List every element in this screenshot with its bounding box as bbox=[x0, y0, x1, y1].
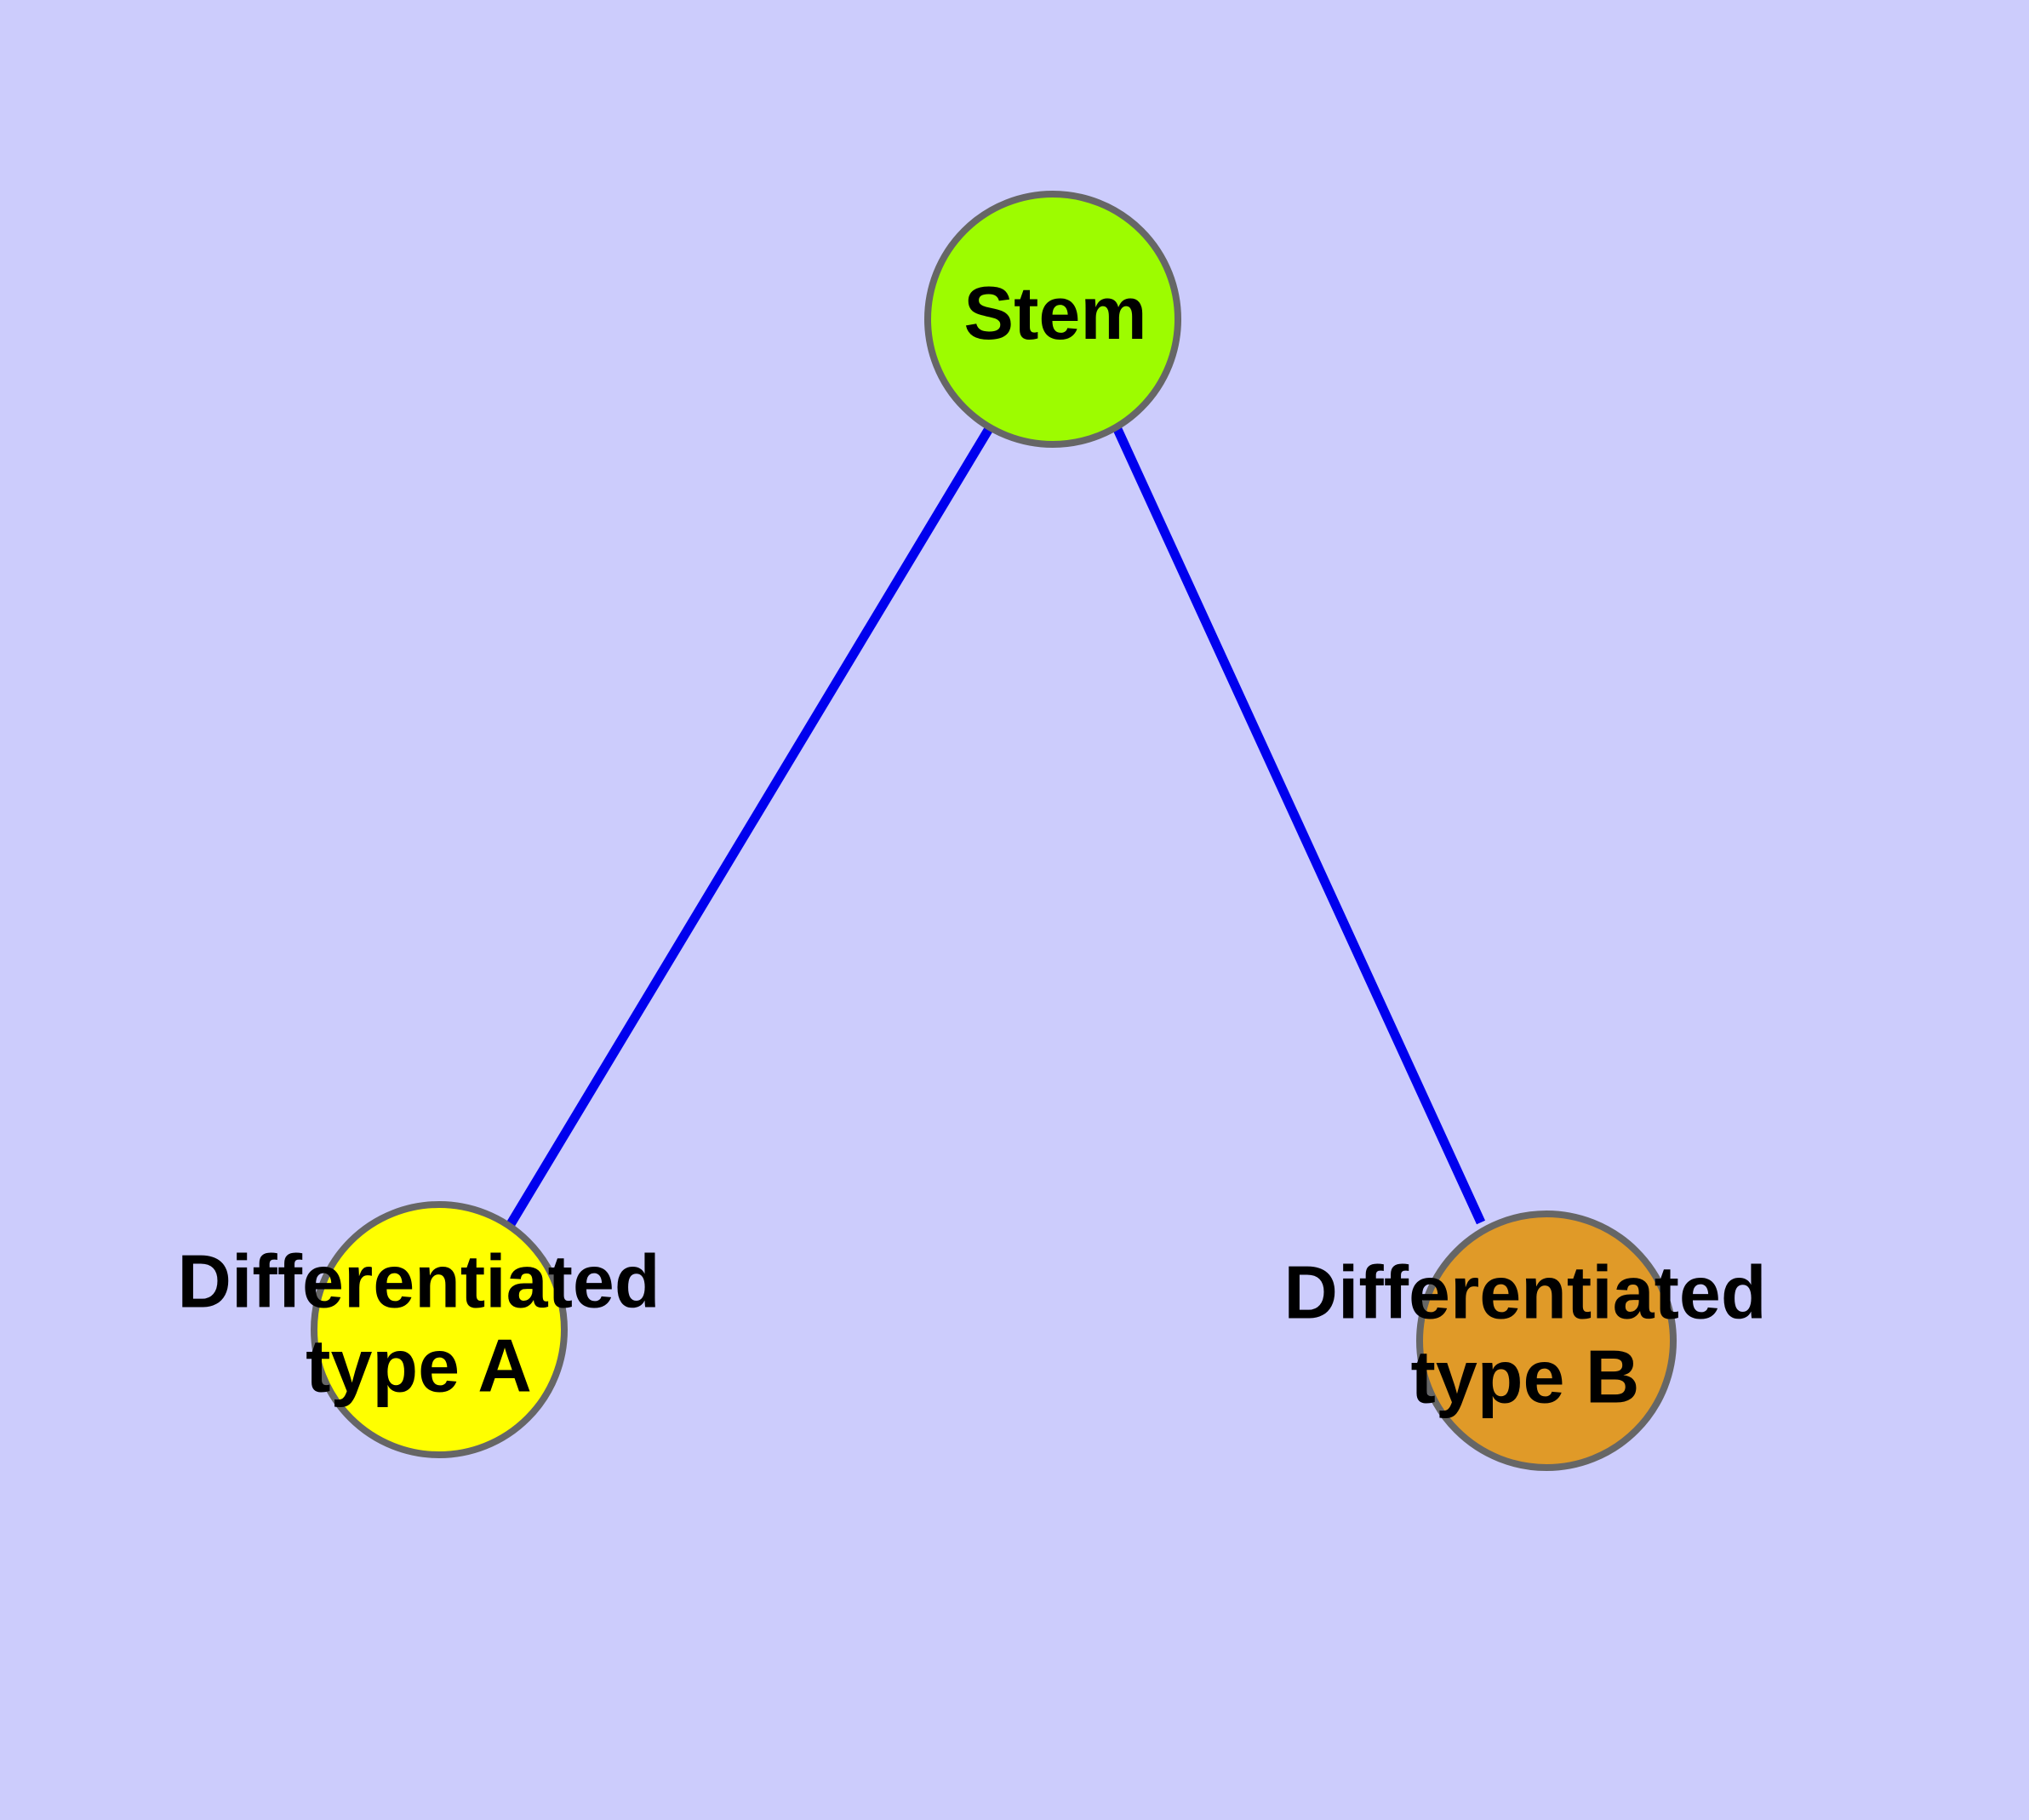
node-diff-a-label-line-0: Differentiated bbox=[177, 1239, 660, 1324]
node-diff-a-label-line-1: type A bbox=[306, 1324, 532, 1408]
edges-group bbox=[506, 425, 1486, 1227]
node-stem[interactable]: Stem bbox=[924, 191, 1181, 448]
edge-stem-to-diff-a[interactable] bbox=[506, 425, 994, 1227]
node-stem-label-line-0: Stem bbox=[963, 271, 1146, 355]
node-diff-b-label-line-0: Differentiated bbox=[1283, 1251, 1766, 1335]
node-stem-label: Stem bbox=[963, 271, 1146, 355]
edge-stem-to-diff-b[interactable] bbox=[1112, 425, 1486, 1225]
node-diff-b-label-line-1: type B bbox=[1411, 1335, 1640, 1419]
node-diff-a-circle[interactable] bbox=[311, 1201, 568, 1458]
node-diff-b-circle[interactable] bbox=[1416, 1210, 1677, 1471]
node-stem-circle[interactable] bbox=[924, 191, 1181, 448]
